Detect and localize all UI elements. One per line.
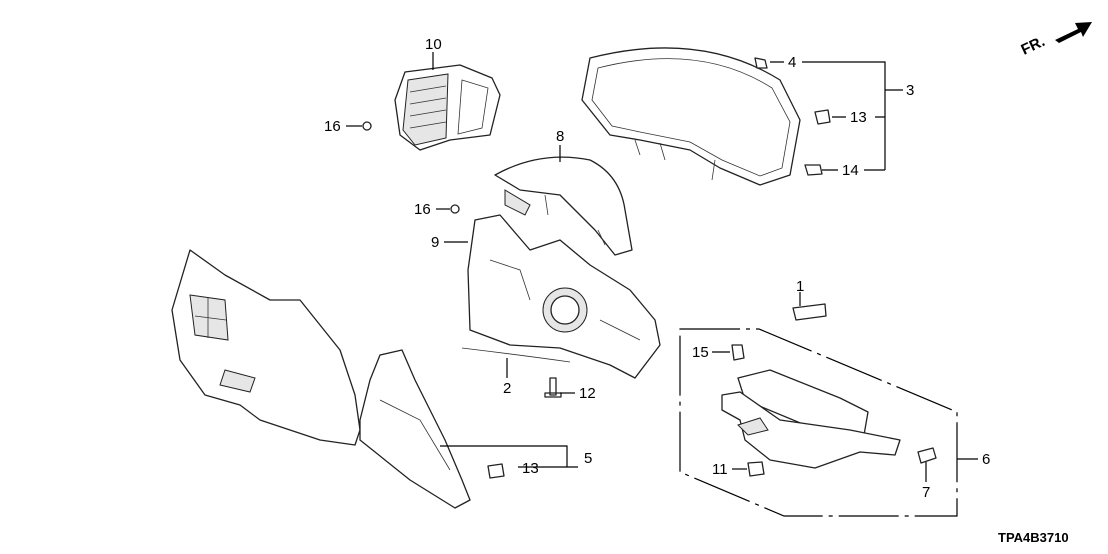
front-direction-indicator: FR. [1019, 22, 1092, 59]
part-5-knee-panel [359, 349, 471, 509]
part-11-clip [747, 461, 765, 477]
dashboard-left-panel [171, 249, 361, 446]
callout-9: 9 [431, 234, 439, 251]
callout-3: 3 [906, 82, 914, 99]
callout-5: 5 [584, 450, 592, 467]
callout-14: 14 [842, 162, 859, 179]
callout-13-lower: 13 [522, 460, 539, 477]
part-4-clip [754, 57, 768, 69]
part-13-clip-upper [814, 109, 831, 125]
callout-11: 11 [712, 461, 728, 478]
fasteners [362, 57, 937, 479]
part-6-assembly-boundary [679, 328, 958, 517]
part-6-knee-airbag [721, 369, 901, 469]
part-1-switch [792, 303, 827, 321]
part-12-screw [544, 377, 562, 398]
callout-13-upper: 13 [850, 109, 867, 126]
callout-6: 6 [982, 451, 990, 468]
front-arrow-icon [1055, 22, 1092, 43]
part-8-column-cover-upper [494, 156, 633, 256]
part-15-clip [731, 344, 745, 361]
part-10-air-vent [394, 64, 501, 151]
callout-1: 1 [796, 278, 804, 295]
diagram-code: TPA4B3710 [998, 530, 1069, 545]
part-3-meter-visor [581, 47, 801, 186]
part-14-clip [804, 164, 823, 176]
callout-12: 12 [579, 385, 596, 402]
callout-16-lower: 16 [414, 201, 431, 218]
part-13-clip-lower [487, 463, 505, 479]
part-9-column-cover-lower [467, 214, 661, 379]
front-label: FR. [1019, 33, 1048, 59]
leader-lines [346, 52, 978, 482]
part-7-pin [917, 447, 937, 464]
callout-8: 8 [556, 128, 564, 145]
callout-4: 4 [788, 54, 796, 71]
callout-7: 7 [922, 484, 930, 501]
callout-16-upper: 16 [324, 118, 341, 135]
callout-10: 10 [425, 36, 442, 53]
callout-labels: 10 16 16 8 9 2 12 5 13 4 3 13 14 1 15 11… [324, 36, 990, 501]
part-16a-clip [362, 121, 372, 131]
callout-2: 2 [503, 380, 511, 397]
callout-15: 15 [692, 344, 709, 361]
part-16b-clip [450, 204, 460, 214]
part-2-strip [461, 347, 571, 363]
